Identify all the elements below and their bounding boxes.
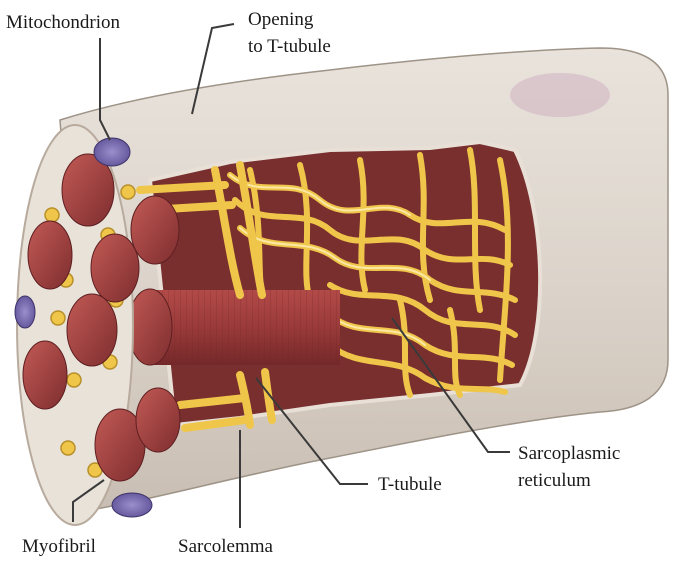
label-t-tubule: T-tubule bbox=[378, 474, 442, 495]
label-opening-line2: to T-tubule bbox=[248, 36, 331, 57]
label-mitochondrion: Mitochondrion bbox=[6, 12, 120, 33]
label-sarcolemma: Sarcolemma bbox=[178, 536, 274, 557]
label-myofibril: Myofibril bbox=[22, 536, 96, 557]
mitochondrion-bottom bbox=[112, 493, 152, 517]
mitochondrion-left bbox=[15, 296, 35, 328]
central-myofibril bbox=[128, 289, 340, 365]
label-sarcoplasmic-line1: Sarcoplasmic bbox=[518, 443, 620, 464]
mitochondrion-top bbox=[94, 138, 130, 166]
label-opening-line1: Opening bbox=[248, 9, 314, 30]
label-sarcoplasmic-line2: reticulum bbox=[518, 470, 591, 491]
